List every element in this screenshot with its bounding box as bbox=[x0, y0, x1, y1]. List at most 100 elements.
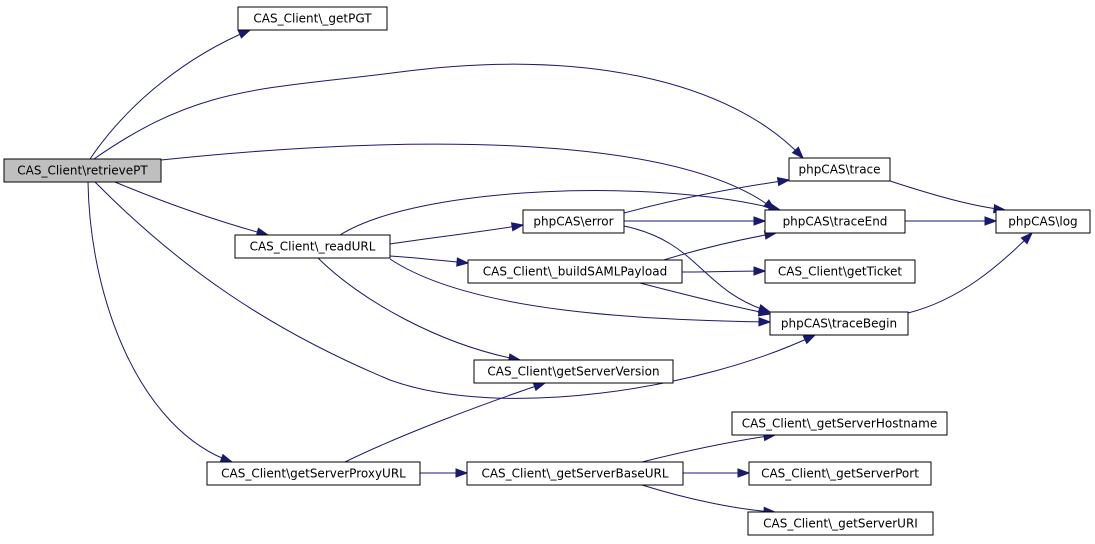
edge-readURL-to-buildSAMLPayload bbox=[389, 255, 470, 267]
edge-trace-to-log bbox=[889, 180, 1007, 214]
node-box bbox=[234, 234, 391, 259]
arrow-head bbox=[757, 307, 772, 317]
edge-layer bbox=[87, 29, 1034, 517]
edge-error-to-trace bbox=[623, 176, 791, 214]
node-box bbox=[522, 209, 625, 234]
node-box bbox=[995, 209, 1091, 234]
edge-line bbox=[389, 255, 469, 264]
node-getPGT[interactable]: CAS_Client\_getPGT bbox=[237, 6, 388, 31]
node-box bbox=[747, 511, 934, 536]
arrow-head bbox=[758, 317, 772, 327]
node-label: CAS_Client\_getServerBaseURL bbox=[481, 467, 668, 481]
arrow-head bbox=[984, 216, 998, 226]
arrow-head bbox=[753, 266, 767, 276]
arrow-head bbox=[456, 257, 470, 267]
edge-getServerProxyURL-to-getServerBaseURL bbox=[420, 468, 469, 478]
edge-line bbox=[94, 181, 816, 399]
edge-line bbox=[889, 180, 1006, 211]
arrow-head bbox=[776, 176, 791, 187]
node-getServerHostname[interactable]: CAS_Client\_getServerHostname bbox=[731, 411, 948, 436]
edge-retrievePT-to-getServerProxyURL bbox=[87, 181, 234, 463]
arrow-head bbox=[802, 334, 817, 345]
edge-readURL-to-error bbox=[389, 222, 525, 245]
node-label: CAS_Client\_getServerPort bbox=[761, 467, 919, 481]
arrow-head bbox=[532, 382, 547, 392]
node-box bbox=[466, 461, 684, 486]
edge-line bbox=[317, 257, 521, 361]
node-label: CAS_Client\getServerVersion bbox=[487, 365, 659, 379]
node-box bbox=[3, 158, 162, 183]
edge-getServerBaseURL-to-getServerHostname bbox=[641, 431, 777, 463]
edge-line bbox=[639, 282, 771, 315]
edge-line bbox=[87, 181, 233, 463]
edge-line bbox=[344, 382, 546, 463]
arrow-head bbox=[753, 216, 767, 226]
arrow-head bbox=[219, 453, 234, 463]
edge-buildSAMLPayload-to-getTicket bbox=[681, 266, 767, 276]
arrow-head bbox=[791, 146, 804, 160]
node-label: phpCAS\traceBegin bbox=[781, 317, 897, 331]
edge-line bbox=[641, 484, 776, 513]
node-box bbox=[748, 461, 932, 486]
node-label: CAS_Client\retrievePT bbox=[17, 164, 148, 178]
arrow-head bbox=[510, 222, 525, 232]
node-label: phpCAS\trace bbox=[798, 163, 880, 177]
node-getTicket[interactable]: CAS_Client\getTicket bbox=[764, 259, 916, 284]
node-log[interactable]: phpCAS\log bbox=[995, 209, 1091, 234]
node-label: CAS_Client\getServerProxyURL bbox=[221, 467, 406, 481]
node-getServerURI[interactable]: CAS_Client\_getServerURI bbox=[747, 511, 934, 536]
node-retrievePT: CAS_Client\retrievePT bbox=[3, 158, 162, 183]
node-getServerProxyURL[interactable]: CAS_Client\getServerProxyURL bbox=[206, 461, 421, 486]
node-label: CAS_Client\_getPGT bbox=[253, 12, 372, 26]
arrow-head bbox=[1020, 231, 1034, 245]
node-box bbox=[788, 157, 891, 182]
node-label: CAS_Client\_readURL bbox=[250, 240, 376, 254]
node-label: CAS_Client\_getServerURI bbox=[763, 517, 918, 531]
arrow-head bbox=[237, 29, 252, 39]
node-error[interactable]: phpCAS\error bbox=[522, 209, 625, 234]
edge-line bbox=[114, 181, 269, 236]
node-box bbox=[764, 259, 916, 284]
node-label: phpCAS\log bbox=[1008, 215, 1077, 229]
node-label: phpCAS\error bbox=[533, 215, 613, 229]
edge-line bbox=[389, 224, 524, 245]
node-label: CAS_Client\_buildSAMLPayload bbox=[483, 265, 667, 279]
edge-retrievePT-to-traceEnd bbox=[160, 143, 777, 211]
edge-line bbox=[339, 190, 781, 236]
edge-retrievePT-to-trace bbox=[93, 63, 804, 160]
node-getServerVersion[interactable]: CAS_Client\getServerVersion bbox=[473, 359, 674, 384]
arrow-head bbox=[737, 468, 751, 478]
node-box bbox=[237, 6, 388, 31]
edge-traceEnd-to-log bbox=[905, 216, 998, 226]
edge-line bbox=[641, 434, 776, 463]
edge-buildSAMLPayload-to-traceBegin bbox=[639, 282, 772, 317]
node-box bbox=[467, 259, 683, 284]
node-traceEnd[interactable]: phpCAS\traceEnd bbox=[764, 209, 906, 234]
node-layer: CAS_Client\retrievePT CAS_Client\_getPGT C… bbox=[3, 6, 1091, 536]
arrow-head bbox=[455, 468, 469, 478]
node-getServerPort[interactable]: CAS_Client\_getServerPort bbox=[748, 461, 932, 486]
edge-traceBegin-to-log bbox=[907, 231, 1034, 314]
node-label: CAS_Client\_getServerHostname bbox=[742, 417, 937, 431]
node-trace[interactable]: phpCAS\trace bbox=[788, 157, 891, 182]
edge-retrievePT-to-traceBegin bbox=[94, 181, 817, 399]
node-traceBegin[interactable]: phpCAS\traceBegin bbox=[769, 311, 909, 336]
node-box bbox=[731, 411, 948, 436]
node-box bbox=[206, 461, 421, 486]
edge-line bbox=[93, 63, 804, 160]
edge-line bbox=[623, 225, 771, 313]
edge-readURL-to-traceBegin bbox=[389, 258, 772, 327]
node-box bbox=[473, 359, 674, 384]
edge-error-to-traceEnd bbox=[624, 216, 767, 226]
edge-line bbox=[623, 179, 790, 214]
node-box bbox=[769, 311, 909, 336]
edge-line bbox=[681, 270, 766, 273]
edge-getServerBaseURL-to-getServerURI bbox=[641, 484, 777, 517]
edge-retrievePT-to-readURL bbox=[114, 181, 270, 237]
edge-line bbox=[907, 232, 1033, 314]
edge-line bbox=[160, 143, 776, 211]
node-getServerBaseURL[interactable]: CAS_Client\_getServerBaseURL bbox=[466, 461, 684, 486]
node-label: phpCAS\traceEnd bbox=[783, 215, 888, 229]
node-buildSAMLPayload[interactable]: CAS_Client\_buildSAMLPayload bbox=[467, 259, 683, 284]
node-readURL[interactable]: CAS_Client\_readURL bbox=[234, 234, 391, 259]
